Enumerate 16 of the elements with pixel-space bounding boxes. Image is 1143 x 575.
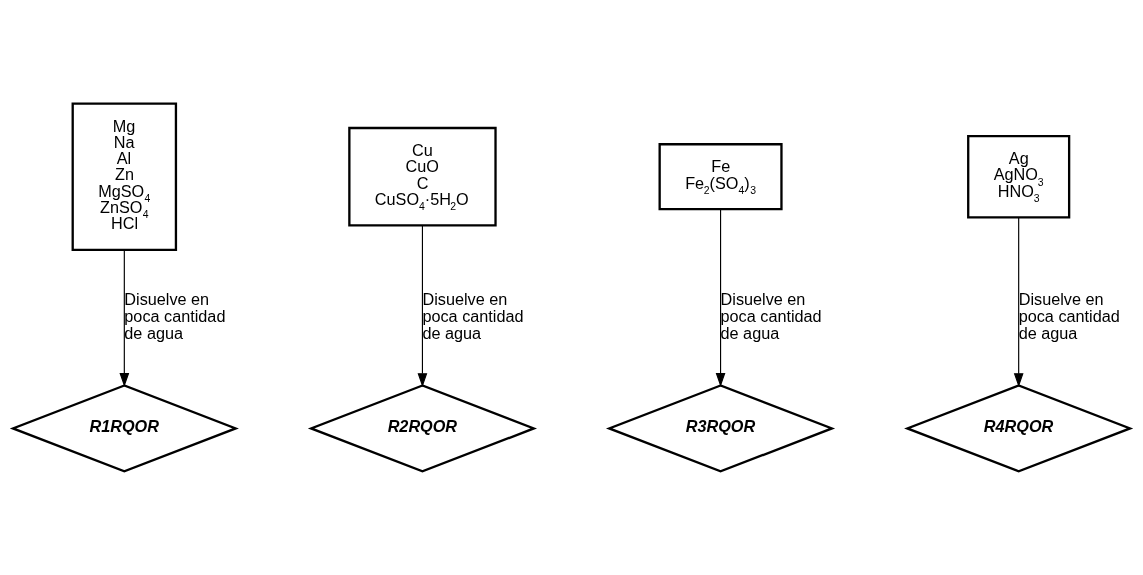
node-diamond: R2RQOR — [307, 384, 538, 473]
node-diamond: R3RQOR — [605, 384, 836, 473]
edge-label: Disuelve en poca cantidad de agua — [124, 289, 226, 343]
node-diamond: R1RQOR — [9, 384, 239, 473]
arrow — [715, 208, 726, 387]
edge-label: Disuelve en poca cantidad de agua — [1018, 289, 1120, 343]
edge-label: Disuelve en poca cantidad de agua — [720, 289, 822, 343]
arrow — [417, 225, 428, 388]
node-box: Fe Fe$_{2}$(SO$_{4}$)$_{3}$ — [658, 143, 783, 211]
edge-label: Disuelve en poca cantidad de agua — [422, 289, 524, 343]
arrow — [119, 249, 130, 388]
node-box: Cu CuO C CuSO$_{4}$·5H$_{2}$O — [348, 126, 497, 227]
node-box: Ag AgNO$_{3}$ HNO$_{3}$ — [967, 134, 1071, 219]
node-diamond: R4RQOR — [904, 384, 1134, 473]
node-box: Mg Na Al Zn MgSO$_{4}$ ZnSO$_{4}$ HCl — [71, 102, 178, 251]
arrow — [1013, 216, 1024, 388]
